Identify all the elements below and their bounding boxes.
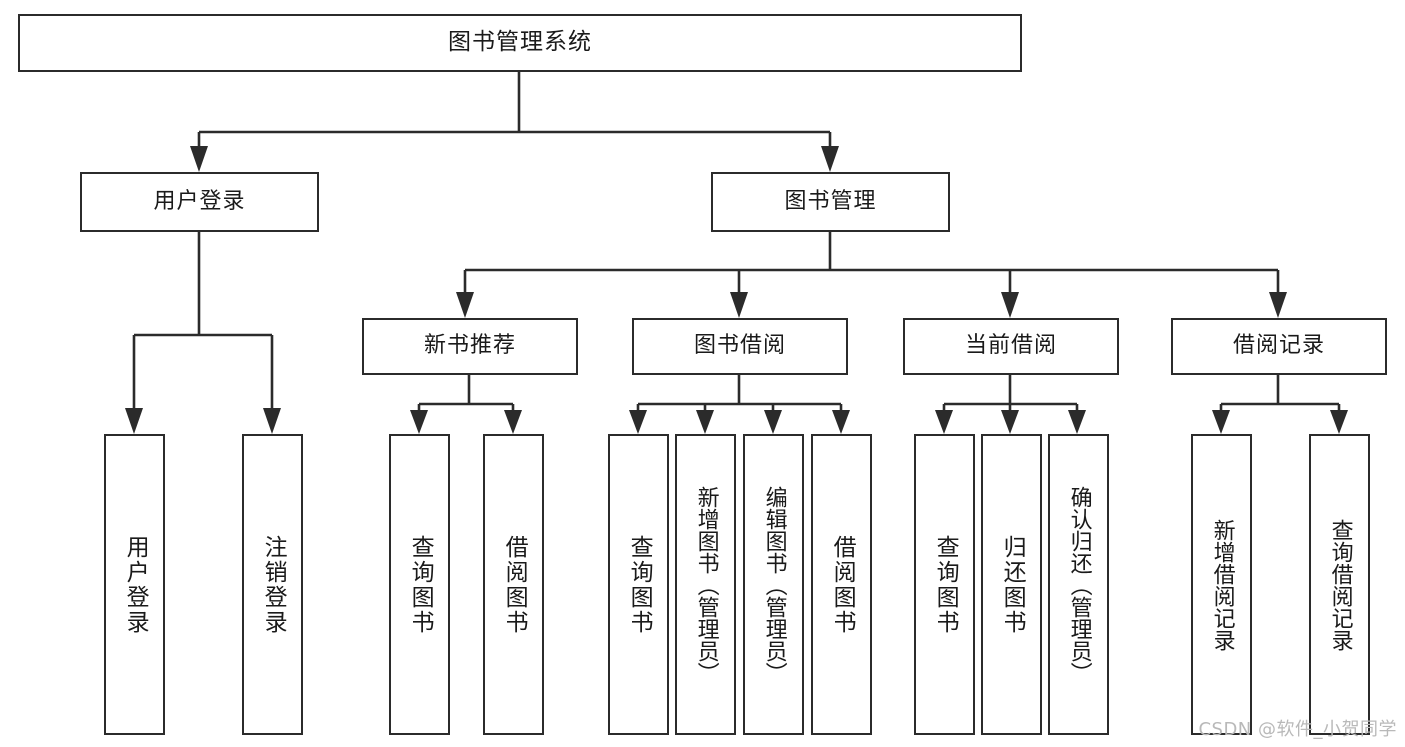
watermark-text: CSDN @软件_小贺同学	[1198, 719, 1397, 740]
node-label: 图书管理系统	[448, 29, 592, 56]
node-label: 图书借阅	[693, 333, 786, 359]
leaf-user-login[interactable]: 用户登录	[104, 434, 165, 735]
node-label: 查询图书	[626, 534, 653, 635]
node-label: 编辑图书（管理员）	[761, 485, 787, 684]
node-label: 用户登录	[153, 188, 246, 214]
node-book-management[interactable]: 图书管理	[711, 172, 950, 232]
leaf-query-book-rec[interactable]: 查询图书	[389, 434, 450, 735]
node-label: 归还图书	[999, 534, 1026, 635]
leaf-return-book[interactable]: 归还图书	[981, 434, 1042, 735]
leaf-add-borrow-record[interactable]: 新增借阅记录	[1191, 434, 1252, 735]
node-label: 查询图书	[932, 534, 959, 635]
leaf-confirm-return-admin[interactable]: 确认归还（管理员）	[1048, 434, 1109, 735]
node-current-borrow[interactable]: 当前借阅	[903, 318, 1119, 375]
node-label: 图书管理	[784, 188, 877, 214]
node-label: 确认归还（管理员）	[1066, 485, 1092, 684]
node-label: 注销登录	[260, 534, 287, 635]
node-label: 新增图书（管理员）	[693, 485, 719, 684]
leaf-query-book-current[interactable]: 查询图书	[914, 434, 975, 735]
node-label: 查询借阅记录	[1327, 518, 1353, 651]
leaf-edit-book-admin[interactable]: 编辑图书（管理员）	[743, 434, 804, 735]
leaf-query-book-borrow[interactable]: 查询图书	[608, 434, 669, 735]
node-label: 借阅图书	[829, 534, 856, 635]
leaf-borrow-book[interactable]: 借阅图书	[811, 434, 872, 735]
leaf-logout-login[interactable]: 注销登录	[242, 434, 303, 735]
node-label: 新书推荐	[423, 333, 516, 359]
node-book-borrow[interactable]: 图书借阅	[632, 318, 848, 375]
node-new-book-recommend[interactable]: 新书推荐	[362, 318, 578, 375]
node-label: 查询图书	[407, 534, 434, 635]
leaf-add-book-admin[interactable]: 新增图书（管理员）	[675, 434, 736, 735]
leaf-query-borrow-record[interactable]: 查询借阅记录	[1309, 434, 1370, 735]
node-borrow-record[interactable]: 借阅记录	[1171, 318, 1387, 375]
node-root-system[interactable]: 图书管理系统	[18, 14, 1022, 72]
node-label: 借阅记录	[1232, 333, 1325, 359]
node-label: 新增借阅记录	[1209, 518, 1235, 651]
node-label: 用户登录	[122, 534, 149, 635]
node-user-login[interactable]: 用户登录	[80, 172, 319, 232]
node-label: 当前借阅	[964, 333, 1057, 359]
node-label: 借阅图书	[501, 534, 528, 635]
leaf-borrow-book-rec[interactable]: 借阅图书	[483, 434, 544, 735]
